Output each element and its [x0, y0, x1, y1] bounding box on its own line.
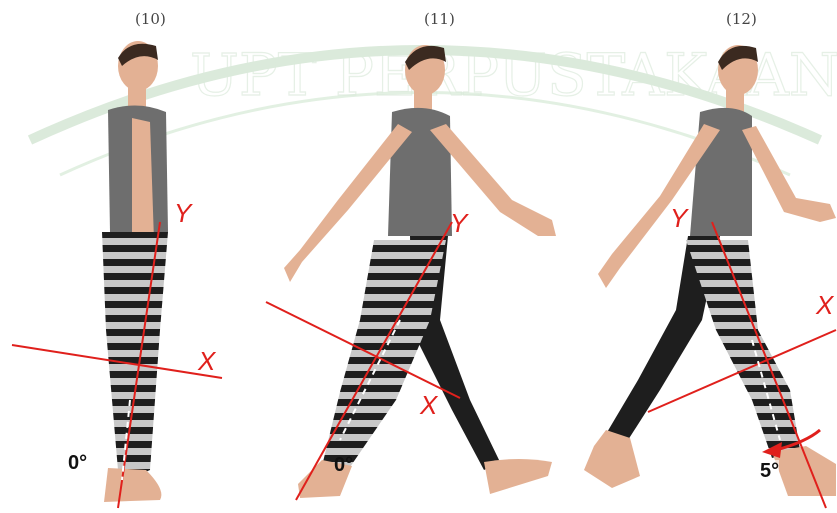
- legs: [102, 232, 168, 478]
- y-axis-label-12: Y: [670, 203, 687, 234]
- shirt: [690, 108, 752, 236]
- figure-12: [584, 45, 836, 508]
- figure-11: [266, 45, 556, 500]
- foot: [104, 468, 161, 502]
- foot-back: [584, 430, 640, 488]
- neck: [128, 86, 146, 108]
- frame-label-12: (12): [726, 10, 757, 28]
- angle-label-10: 0°: [68, 452, 87, 475]
- figure-10: [12, 41, 222, 508]
- y-axis-label-11: Y: [450, 208, 467, 239]
- y-axis-label-10: Y: [174, 198, 191, 229]
- angle-label-12: 5°: [760, 460, 779, 483]
- angle-label-11: 0°: [334, 454, 353, 477]
- x-axis-label-12: X: [816, 290, 833, 321]
- x-axis-label-11: X: [420, 390, 437, 421]
- frame-label-11: (11): [424, 10, 455, 28]
- x-axis-label-10: X: [198, 346, 215, 377]
- frame-label-10: (10): [135, 10, 166, 28]
- foot-back: [484, 459, 552, 494]
- leg-front: [686, 240, 800, 458]
